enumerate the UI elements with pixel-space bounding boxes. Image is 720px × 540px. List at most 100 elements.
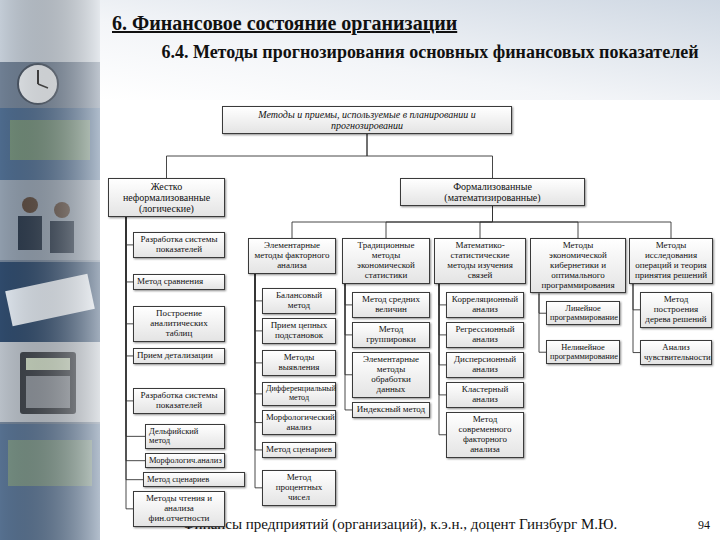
- tree-connector: [255, 274, 262, 423]
- method-box: Метод средних величин: [352, 292, 430, 318]
- tree-connector: [345, 284, 352, 410]
- node-text: Метод сценариев: [266, 445, 332, 455]
- node-text: Элементарные методы факторного анализа: [252, 241, 332, 271]
- method-box: Дисперсионный анализ: [446, 352, 524, 378]
- tree-connector: [345, 284, 352, 305]
- method-box: Линейное программирование: [546, 301, 620, 325]
- method-box: Прием детализации: [133, 348, 225, 364]
- photo-fade: [0, 0, 100, 540]
- group-box: Жестко неформализованные (логические): [108, 178, 225, 217]
- method-box: Корреляционный анализ: [446, 292, 524, 318]
- method-box: Метод современного факторного анализа: [446, 412, 524, 458]
- tree-connector: [439, 284, 446, 435]
- node-text: Линейное программирование: [550, 304, 616, 322]
- node-text: Методы и приемы, используемые в планиров…: [226, 109, 508, 131]
- page-number: 94: [676, 519, 710, 533]
- tree-connector: [126, 217, 133, 282]
- tree-connector: [292, 206, 493, 238]
- category-box: Математико-статистические методы изучени…: [434, 238, 526, 284]
- tree-connector: [367, 134, 493, 178]
- node-text: Морфологический анализ: [266, 413, 332, 432]
- method-box: Регрессионный анализ: [446, 322, 524, 348]
- tree-connector: [167, 134, 368, 178]
- method-box: Методы выявления: [262, 350, 336, 376]
- node-text: Формализованные (математизированные): [404, 181, 581, 203]
- node-text: Метод сценариев: [147, 475, 241, 484]
- slide-subtitle: 6.4. Методы прогнозирования основных фин…: [150, 42, 710, 63]
- node-text: Методы экономической кибернетики и оптим…: [534, 241, 622, 290]
- method-box: Метод сценариев: [143, 472, 245, 487]
- node-text: Разработка системы показателей: [137, 391, 221, 411]
- tree-connector: [539, 293, 546, 313]
- node-text: Метод современного факторного анализа: [450, 415, 520, 455]
- node-text: Методы чтения и анализа фин.отчетности: [137, 494, 221, 524]
- node-text: Нелинейное программирование: [550, 343, 616, 361]
- tree-connector: [255, 274, 262, 331]
- node-text: Построение аналитических таблиц: [137, 309, 221, 339]
- node-text: Метод процентных чисел: [266, 473, 332, 503]
- method-box: Кластерный анализ: [446, 382, 524, 408]
- category-box: Методы экономической кибернетики и оптим…: [530, 238, 626, 293]
- tree-connector: [439, 284, 446, 305]
- slide-title: 6. Финансовое состояние организации: [112, 12, 457, 35]
- method-box: Метод построения дерева решений: [640, 292, 712, 328]
- tree-connector: [255, 274, 262, 363]
- tree-connector: [126, 217, 133, 509]
- node-text: Дельфийский метод: [149, 427, 221, 446]
- tree-connector: [480, 206, 493, 238]
- tree-connector: [345, 284, 352, 335]
- node-text: Метод группировки: [356, 325, 426, 345]
- node-text: Метод средних величин: [356, 295, 426, 315]
- group-box: Формализованные (математизированные): [400, 178, 585, 206]
- node-text: Методы исследования операций и теория пр…: [633, 241, 709, 281]
- method-box: Анализ чувствительности: [640, 340, 712, 365]
- method-box: Методы чтения и анализа фин.отчетности: [133, 491, 225, 527]
- tree-connector: [126, 217, 133, 245]
- method-box: Разработка системы показателей: [133, 232, 225, 258]
- top-band: [100, 0, 720, 100]
- tree-connector: [539, 293, 546, 352]
- tree-connector: [126, 217, 133, 356]
- photo-strip: [0, 0, 100, 540]
- tree-connector: [386, 206, 493, 238]
- node-text: Прием цепных подстановок: [266, 321, 332, 341]
- method-box: Дифференциальный метод: [262, 382, 336, 406]
- tree-connector: [345, 284, 352, 375]
- tree-connector: [255, 274, 262, 394]
- method-box: Метод процентных чисел: [262, 470, 336, 506]
- method-box: Разработка системы показателей: [133, 388, 225, 414]
- tree-connector: [633, 284, 640, 353]
- node-text: Метод сравнения: [137, 277, 221, 287]
- node-text: Регрессионный анализ: [450, 325, 520, 345]
- node-text: Метод построения дерева решений: [644, 295, 708, 325]
- method-box: Метод группировки: [352, 322, 430, 348]
- method-box: Морфологич.анализ: [145, 453, 225, 468]
- category-box: Элементарные методы факторного анализа: [248, 238, 336, 274]
- node-text: Прием детализации: [137, 351, 221, 361]
- method-box: Нелинейное программирование: [546, 340, 620, 364]
- method-box: Индексный метод: [352, 402, 430, 418]
- node-text: Балансовый метод: [266, 291, 332, 311]
- method-box: Метод сценариев: [262, 442, 336, 458]
- method-box: Прием цепных подстановок: [262, 318, 336, 344]
- tree-connector: [255, 274, 262, 301]
- method-box: Элементарные методы обработки данных: [352, 352, 430, 398]
- node-text: Жестко неформализованные (логические): [112, 181, 221, 214]
- tree-connector: [493, 206, 672, 238]
- tree-connector: [126, 217, 133, 324]
- node-text: Методы выявления: [266, 353, 332, 373]
- node-text: Математико-статистические методы изучени…: [438, 241, 522, 281]
- node-text: Дисперсионный анализ: [450, 355, 520, 375]
- node-text: Традиционные методы экономической статис…: [346, 241, 426, 281]
- method-box: Балансовый метод: [262, 288, 336, 314]
- node-text: Анализ чувствительности: [644, 343, 708, 362]
- category-box: Традиционные методы экономической статис…: [342, 238, 430, 284]
- category-box: Методы исследования операций и теория пр…: [629, 238, 713, 284]
- node-text: Кластерный анализ: [450, 385, 520, 405]
- tree-connector: [439, 284, 446, 365]
- tree-connector: [633, 284, 640, 310]
- method-box: Построение аналитических таблиц: [133, 306, 225, 342]
- method-box: Дельфийский метод: [145, 424, 225, 449]
- node-text: Дифференциальный метод: [266, 385, 332, 403]
